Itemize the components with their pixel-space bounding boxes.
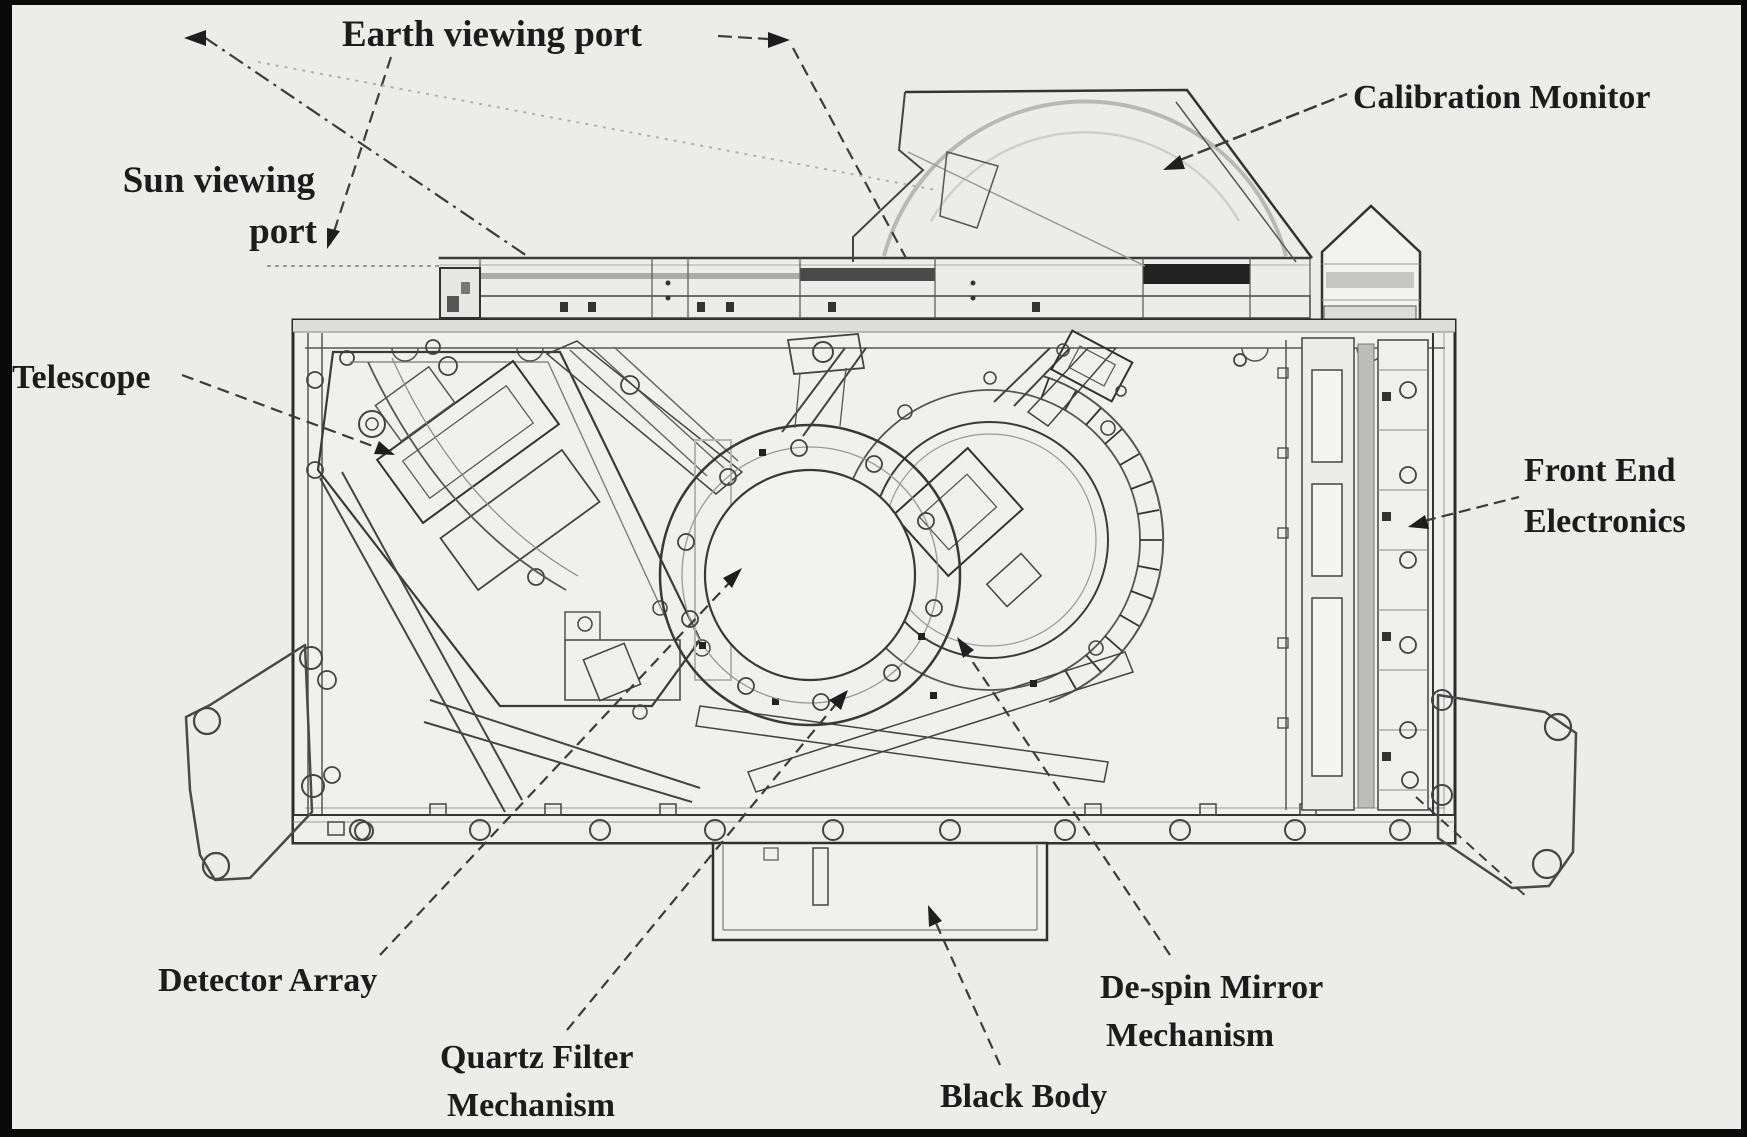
telescope-leader — [181, 373, 379, 450]
arrowhead-quartz-icon — [829, 690, 848, 710]
arrowhead-black-body-icon — [928, 905, 942, 927]
sun-port-block — [439, 267, 481, 319]
label-calibration-monitor: Calibration Monitor — [1353, 79, 1650, 116]
labels: Earth viewing port Sun viewing port Cali… — [12, 14, 1686, 1124]
detector-array-leader — [379, 581, 731, 956]
earth-port-slot — [800, 268, 935, 281]
black-body-unit — [711, 841, 1049, 942]
quartz-filter-ring — [658, 333, 962, 727]
front-end-leader — [1423, 495, 1520, 523]
despin-leader — [965, 651, 1171, 956]
arrowhead-front-end-icon — [1408, 515, 1429, 529]
arrowheads — [184, 30, 1429, 927]
label-despin-line1: De-spin Mirror — [1100, 969, 1323, 1006]
front-end-electronics-stack — [1277, 337, 1429, 811]
right-mounting-bracket — [1431, 689, 1578, 890]
label-telescope: Telescope — [12, 359, 151, 396]
telescope-mirror-arc — [367, 361, 567, 591]
arrowhead-earth-right-icon — [768, 32, 790, 48]
arrowhead-detector-icon — [723, 568, 742, 588]
label-front-end-line2: Electronics — [1524, 503, 1686, 540]
label-front-end-line1: Front End — [1524, 452, 1676, 489]
quartz-ring-bolts — [677, 439, 943, 711]
arrowhead-despin-icon — [957, 637, 974, 658]
arrowhead-sun-icon — [327, 228, 340, 249]
quartz-filter-leader — [566, 703, 837, 1031]
label-quartz-filter-line1: Quartz Filter — [440, 1039, 634, 1076]
despin-mirror-mechanism — [695, 329, 1165, 793]
detector-mount-cluster — [564, 600, 711, 720]
arrowhead-earth-left-icon — [184, 30, 206, 46]
sun-port-leader — [328, 56, 393, 245]
label-black-body: Black Body — [940, 1078, 1107, 1115]
black-body-leader — [933, 920, 1002, 1066]
arrowhead-telescope-icon — [374, 441, 395, 455]
despin-encoder-ticks — [1040, 377, 1162, 690]
left-mounting-bracket — [184, 643, 325, 882]
top-widget — [1050, 329, 1134, 403]
label-despin-line2: Mechanism — [1106, 1017, 1274, 1054]
corner-leader — [1415, 796, 1529, 899]
earth-port-left-leader — [203, 36, 531, 259]
calibration-dome-arc — [882, 99, 1288, 257]
leader-lines — [181, 34, 1529, 1066]
label-quartz-filter-line2: Mechanism — [447, 1087, 615, 1124]
calibration-port-slot — [1143, 264, 1250, 284]
label-sun-viewing-line2: port — [249, 211, 318, 252]
arrowhead-calibration-icon — [1163, 155, 1185, 170]
label-earth-viewing-port: Earth viewing port — [342, 14, 643, 55]
earth-port-right-leader — [792, 47, 907, 259]
sight-line-dotted — [257, 61, 937, 191]
label-sun-viewing-line1: Sun viewing — [123, 160, 316, 201]
calibration-monitor-leader — [1179, 92, 1348, 162]
label-detector-array: Detector Array — [158, 962, 377, 999]
top-port-deck — [267, 256, 1312, 319]
calibration-monitor-housing — [852, 88, 1314, 267]
